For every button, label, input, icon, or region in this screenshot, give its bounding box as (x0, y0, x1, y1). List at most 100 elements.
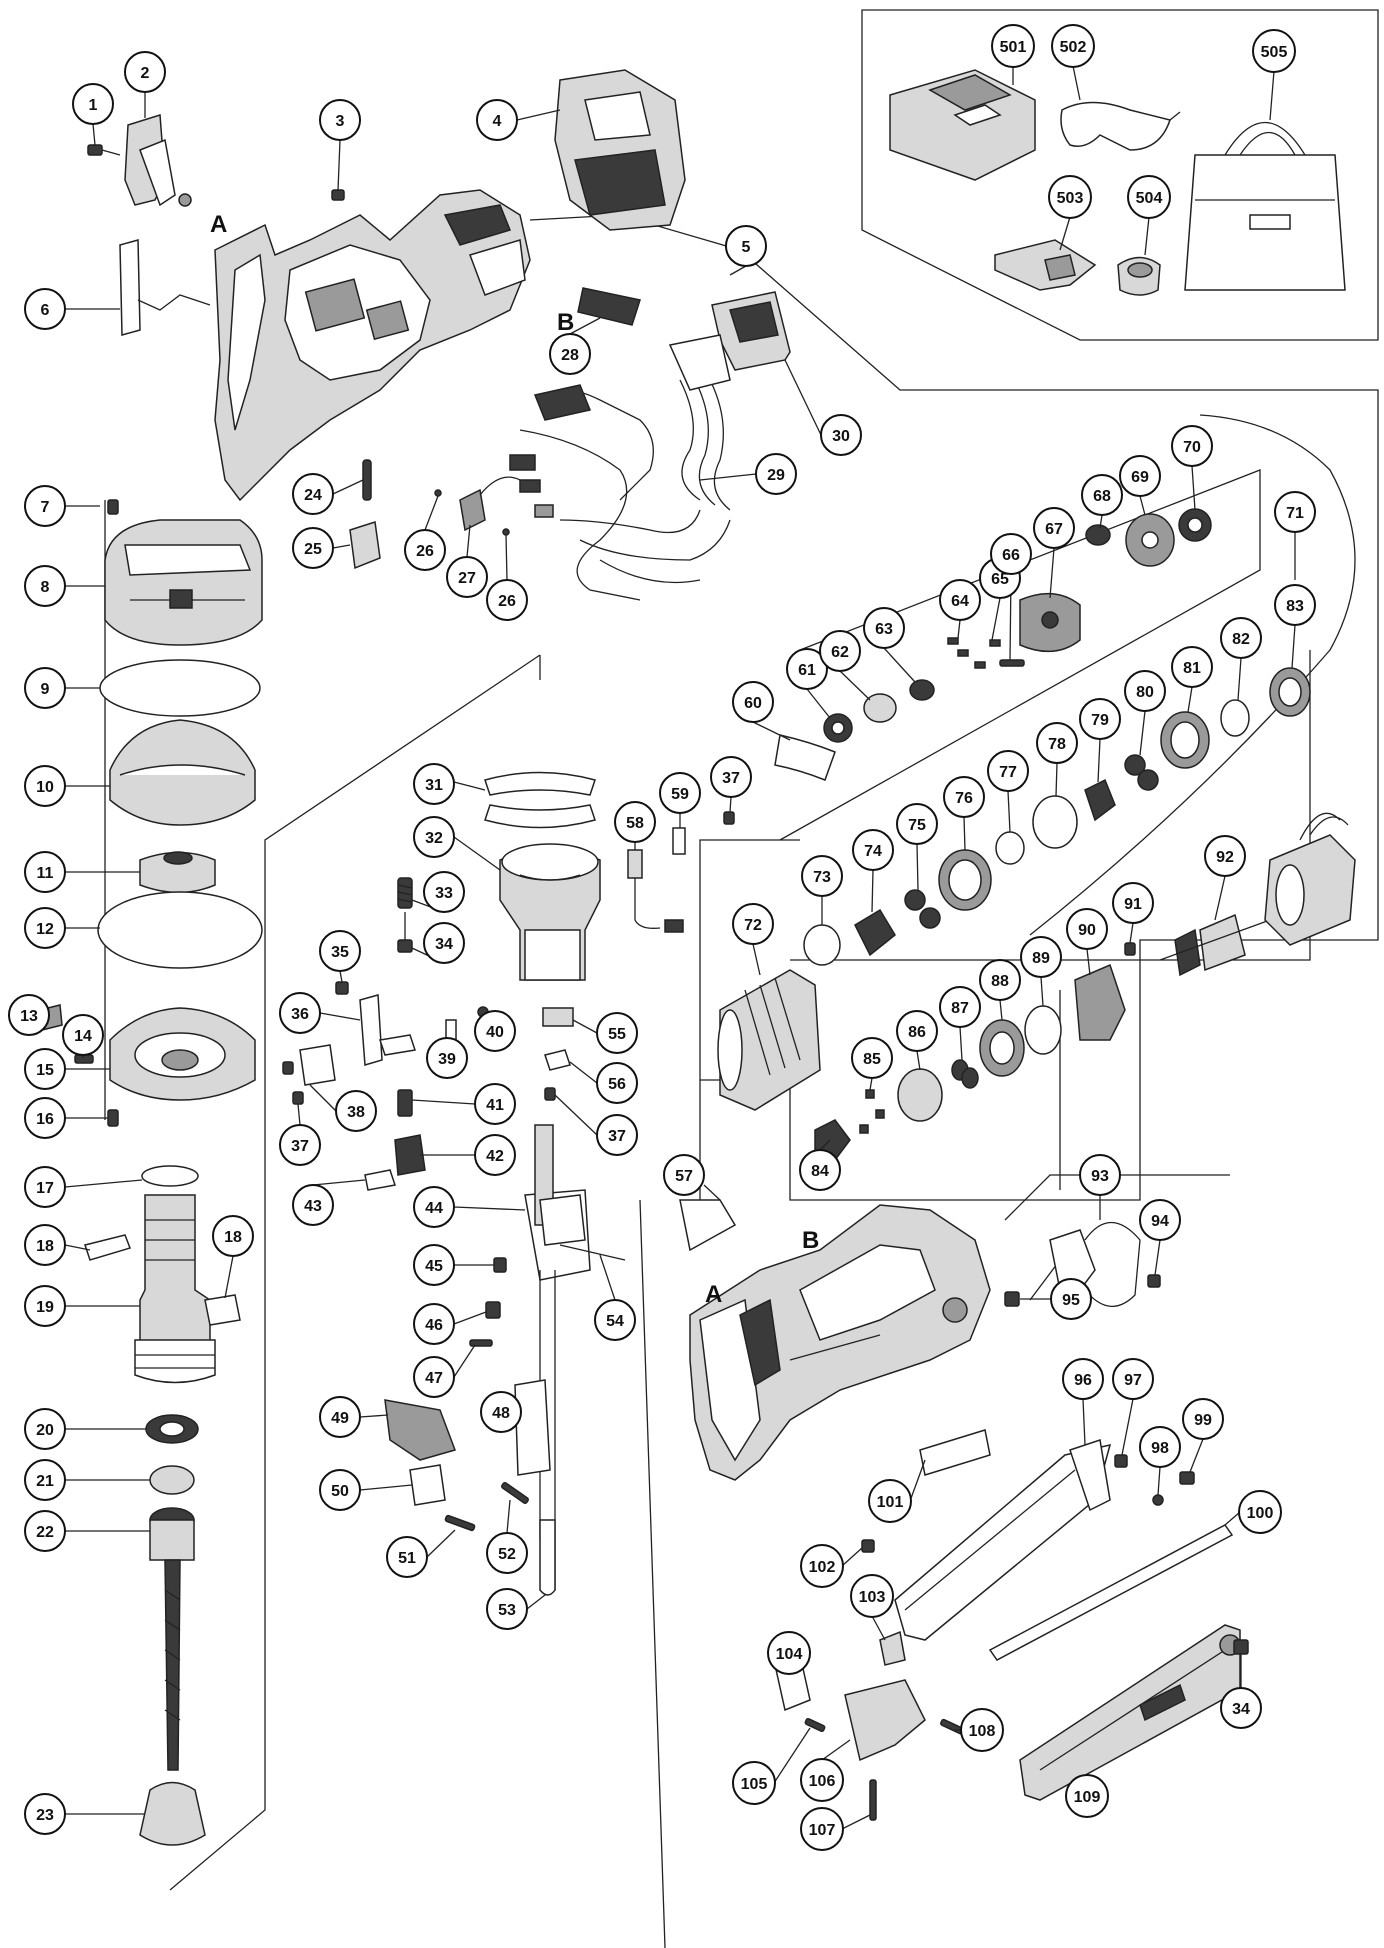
callout-number: 29 (767, 467, 785, 484)
callout-34: 34 (423, 922, 465, 964)
section-letter-b: B (557, 309, 574, 336)
cap-10 (109, 719, 256, 826)
callout-53: 53 (486, 1588, 528, 1630)
callout-circle (292, 527, 334, 569)
callout-number: 69 (1131, 469, 1149, 486)
callout-63: 63 (863, 607, 905, 649)
rotor-92 (1159, 913, 1271, 977)
callout-78: 78 (1036, 722, 1078, 764)
callout-circle (24, 907, 66, 949)
callout-number: 35 (331, 944, 349, 961)
callout-number: 76 (955, 790, 973, 807)
accessory-box (861, 9, 1379, 341)
callout-number: 10 (36, 779, 54, 796)
callout-number: 93 (1091, 1168, 1109, 1185)
callout-circle (1220, 1687, 1262, 1729)
screw-94 (1147, 1274, 1161, 1288)
callout-48: 48 (480, 1391, 522, 1433)
callout-1: 1 (72, 83, 114, 125)
gear-case-72 (717, 969, 821, 1111)
callout-number: 79 (1091, 712, 1109, 729)
callout-45: 45 (413, 1244, 455, 1286)
callout-circle (1238, 1490, 1282, 1534)
callout-circle (386, 1536, 428, 1578)
bearing-70 (1178, 508, 1212, 542)
callout-circle (212, 1215, 254, 1257)
callout-circle (939, 579, 981, 621)
callout-76: 76 (943, 776, 985, 818)
callout-7: 7 (24, 485, 66, 527)
plate-56 (544, 1049, 571, 1071)
callout-number: 13 (20, 1008, 38, 1025)
ring-gear-81 (1160, 711, 1210, 769)
callout-33: 33 (423, 871, 465, 913)
callout-79: 79 (1079, 698, 1121, 740)
callout-number: 33 (435, 885, 453, 902)
section-letter-a: A (210, 211, 227, 238)
plate-38 (299, 1044, 336, 1086)
callout-number: 66 (1002, 547, 1020, 564)
dial-42 (394, 1134, 426, 1176)
bracket-30 (668, 291, 791, 391)
callout-number: 50 (331, 1483, 349, 1500)
callout-number: 58 (626, 815, 644, 832)
callout-circle (1079, 698, 1121, 740)
callout-circle (24, 1285, 66, 1327)
callout-circle (851, 1037, 893, 1079)
callout-number: 501 (1000, 39, 1027, 56)
callout-circle (24, 1510, 66, 1552)
bracket-90 (1074, 963, 1126, 1041)
callout-number: 48 (492, 1405, 510, 1422)
callout-circle (852, 829, 894, 871)
callout-number: 72 (744, 917, 762, 934)
magazine-96 (894, 1439, 1112, 1641)
callout-number: 90 (1078, 922, 1096, 939)
callout-95: 95 (1050, 1278, 1092, 1320)
callout-56: 56 (596, 1062, 638, 1104)
callout-circle (480, 1391, 522, 1433)
callout-number: 14 (74, 1028, 92, 1045)
switch-cover-25 (349, 521, 381, 570)
callout-67: 67 (1033, 507, 1075, 549)
o-ring-12 (97, 891, 263, 969)
callout-circle (413, 816, 455, 858)
callout-50: 50 (319, 1469, 361, 1511)
callout-30: 30 (820, 414, 862, 456)
callout-circle (279, 1124, 321, 1166)
callout-number: 6 (41, 302, 50, 319)
seal-9 (99, 659, 261, 717)
callout-circle (991, 24, 1035, 68)
callout-circle (1048, 175, 1092, 219)
callout-502: 502 (1051, 24, 1095, 68)
callout-circle (1079, 1154, 1121, 1196)
callout-number: 4 (493, 113, 502, 130)
callout-circle (486, 1588, 528, 1630)
callout-68: 68 (1081, 474, 1123, 516)
callout-number: 47 (425, 1370, 443, 1387)
callout-16: 16 (24, 1097, 66, 1139)
callout-number: 7 (41, 499, 50, 516)
callout-number: 51 (398, 1550, 416, 1567)
callout-circle (850, 1574, 894, 1618)
washer-82 (1220, 699, 1250, 737)
callout-circle (987, 750, 1029, 792)
callout-circle (939, 986, 981, 1028)
spring-24 (362, 459, 372, 501)
callout-number: 19 (36, 1299, 54, 1316)
callout-21: 21 (24, 1459, 66, 1501)
callout-number: 25 (304, 541, 322, 558)
callout-99: 99 (1182, 1398, 1224, 1440)
callout-number: 1 (89, 97, 98, 114)
callout-number: 98 (1151, 1440, 1169, 1457)
callout-circle (896, 1010, 938, 1052)
callout-circle (292, 473, 334, 515)
controller-28 (577, 287, 641, 326)
callout-number: 100 (1247, 1505, 1274, 1522)
callout-number: 9 (41, 681, 50, 698)
callout-circle (1112, 882, 1154, 924)
band-18-right (204, 1294, 241, 1326)
callout-87: 87 (939, 986, 981, 1028)
callout-31: 31 (413, 763, 455, 805)
clutch-67 (1019, 592, 1081, 653)
